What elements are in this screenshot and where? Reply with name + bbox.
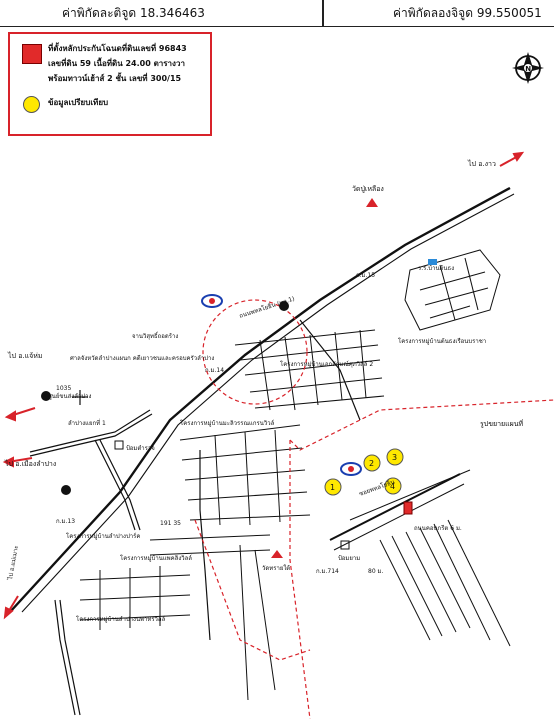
inset-road-label: ถนนคอนกรีต 6 ม.: [414, 524, 462, 532]
study-area-lower: [194, 519, 311, 661]
police-box-label: ป้อมตำรวจ: [126, 445, 155, 452]
comparable-label-1: 1: [330, 483, 335, 492]
comparable-label-4: 4: [390, 482, 395, 491]
kasem-village-label: โครงการหมู่บ้านแพคลิงวิลล์: [120, 554, 192, 562]
to-ngao-label: ไป อ.งาว: [467, 159, 496, 168]
court-icon: [72, 390, 88, 405]
wat-pu-lueang-label: วัดปู่เหลือง: [352, 185, 384, 193]
ekkalak-grid: [234, 329, 385, 411]
comparable-label-2: 2: [369, 459, 374, 468]
km13-label: ก.ม.13: [56, 518, 75, 525]
north-arrow-icon: N: [512, 52, 544, 84]
rakkhiatthi-project-label: โครงการหมู่บ้านมะลิวรรณแกรนวิวล์: [180, 419, 275, 427]
subject-property-swatch: [22, 44, 42, 64]
legend-subject-line2: เลขที่ดิน 59 เนื้อที่ดิน 24.00 ตารางวา: [48, 59, 185, 68]
wat-sai-label: วัดทรายใต้: [262, 564, 290, 572]
map-legend: ที่ตั้งหลักประกันโฉนดที่ดินเลขที่ 96843 …: [8, 32, 212, 136]
rakkhiatthi-grid: [179, 424, 311, 526]
svg-text:N: N: [525, 65, 531, 73]
road-19135-label: 191 35: [160, 520, 181, 527]
jarn-wisut-label: จานวิสุทธิ์ถอดร้าง: [132, 331, 178, 340]
inset-boundary-left: [289, 440, 311, 719]
longitude-label: ค่าพิกัดลองจิจูด 99.550051: [393, 6, 542, 20]
inset-title-label: รูปขยายแผนที่: [480, 419, 524, 428]
highway-road: [9, 186, 515, 613]
comparable-markers: 1 2 3 4: [324, 448, 404, 496]
junction-1-label: ลำปางแยกที่ 1: [68, 419, 106, 427]
ton-thong-village-grid: [404, 249, 501, 331]
to-ban-laem-label: ไป อ.แม่เมาะ: [6, 545, 20, 582]
study-area-circle: [202, 299, 308, 405]
direction-arrows: [2, 151, 525, 620]
lampang-center-label: ศูนย์ขนส่งลำปาง: [48, 392, 91, 400]
legend-subject-line3: พร้อมทาวน์เฮ้าส์ 2 ชั้น เลขที่ 300/15: [48, 74, 182, 83]
inset-boundary: [289, 399, 554, 451]
logo-icon: [201, 294, 362, 476]
ton-thong-village-label: โครงการหมู่บ้านต้นธงเรือนบราชา: [398, 337, 486, 345]
latitude-label: ค่าพิกัดละติจูด 18.346463: [62, 6, 205, 20]
ruangthong-project-label: โครงการหมู่บ้านลำปางนพาทรวิลล์: [76, 615, 166, 623]
inset-police-label: ป้อมยาม: [338, 555, 360, 562]
km15-label: ก.ม.15: [356, 272, 375, 279]
road-1035-label: 1035: [56, 385, 71, 392]
juvenile-court-label: ศาลจังหวัดลำปางแผนก คดีเยาวชนและครอบครัว…: [70, 354, 214, 362]
inset-distance-label: 80 ม.: [368, 568, 383, 575]
coordinates-bar: ค่าพิกัดละติจูด 18.346463 ค่าพิกัดลองจิจ…: [0, 0, 554, 27]
km14-label: ก.ม.14: [205, 367, 224, 374]
to-chae-hom-label: ไป อ.แจ้ห่ม: [7, 351, 42, 360]
school-icon: [428, 259, 437, 265]
police-icon: [114, 440, 350, 550]
lampang-park-grid: [79, 534, 276, 701]
ekkalak-project-label: โครงการหมู่บ้านเอกลักษณ์ศุภวิลล์ 2: [280, 360, 373, 368]
to-mueang-lampang-label: ไป อ.เมืองลำปาง: [4, 459, 56, 468]
map-pin-icon: [41, 301, 289, 495]
ban-ton-thong-school-label: ร.ร.บ้านต้นธง: [418, 265, 454, 272]
inset-road: [329, 469, 511, 647]
subject-property-marker: [403, 501, 413, 515]
secondary-roads: [29, 319, 361, 716]
temple-icon: [271, 198, 378, 558]
lampang-park-label: โครงการหมู่บ้านลำปางปาร์ค: [66, 532, 140, 540]
coordinates-divider: [322, 0, 324, 26]
comparable-label-3: 3: [392, 453, 397, 462]
inset-km14-label: ก.ม.714: [316, 568, 339, 575]
comparable-swatch: [23, 96, 40, 113]
legend-subject-line1: ที่ตั้งหลักประกันโฉนดที่ดินเลขที่ 96843: [48, 44, 187, 53]
legend-comparables: ข้อมูลเปรียบเทียบ: [48, 98, 109, 107]
